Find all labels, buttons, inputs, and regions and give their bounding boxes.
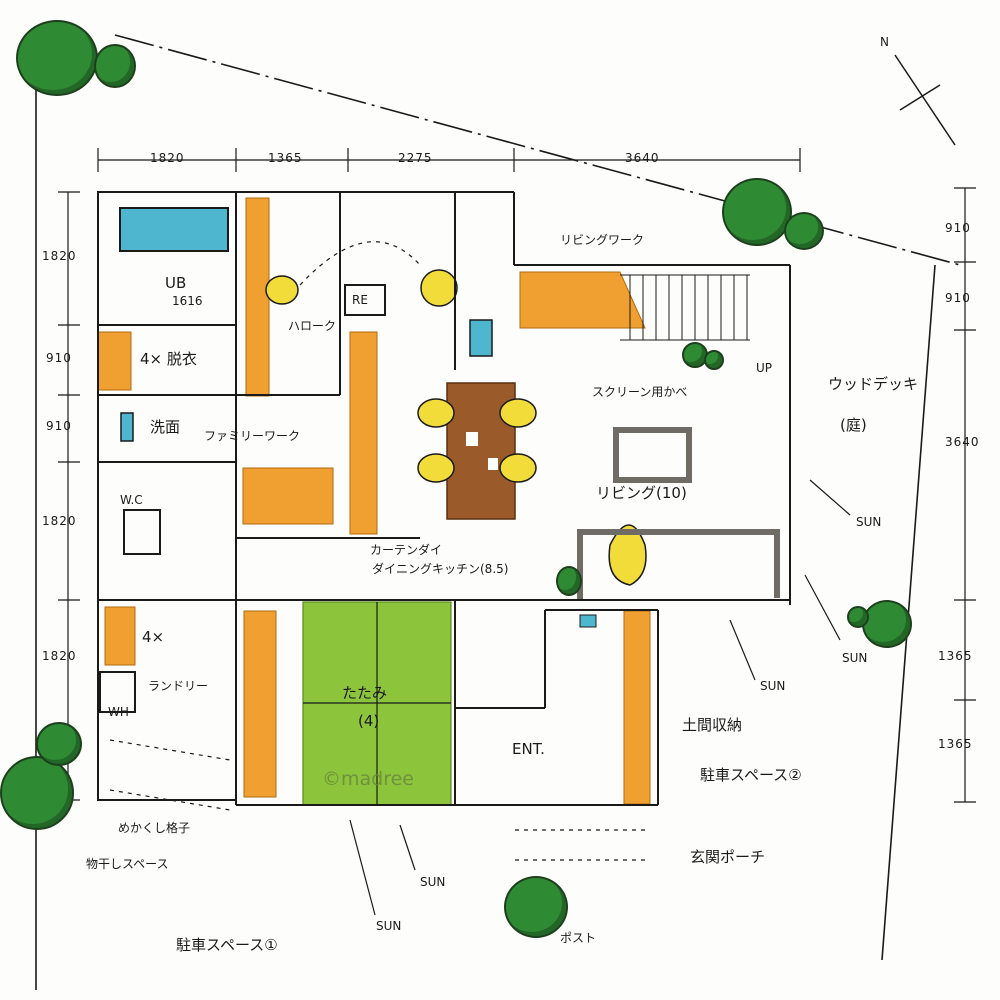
dimension-top: 1820 [150,151,185,165]
sun-label: SUN [842,651,868,665]
tree [0,756,74,830]
room-label-lattice: めかくし格子 [118,821,191,835]
sun-label: SUN [760,679,786,693]
room-label-washroom: 洗面 [150,418,181,436]
tree [16,20,98,96]
sink-washroom [120,412,134,442]
room-label-family-work: ファミリーワーク [204,429,301,443]
dimension-right: 910 [945,221,971,235]
tree [722,178,792,246]
room-label-garden: (庭) [840,416,867,434]
room-label-wh: WH [108,705,129,719]
room-label-screen-wall: スクリーン用かべ [592,385,688,399]
room-label-storage: 4× [142,628,165,646]
dining-chairs [265,269,647,586]
room-label-porch: 玄関ポーチ [690,848,766,866]
dimension-top: 1365 [268,151,303,165]
room-label-wood-deck: ウッドデッキ [828,375,919,393]
dashed-zones [109,241,650,861]
dimension-left: 910 [46,351,72,365]
dimension-lines [58,148,976,803]
room-label-entrance: ENT. [512,740,545,758]
room-label-shoe-storage: 土間収納 [682,716,743,734]
room-size-ub: 1616 [172,294,203,308]
sun-arrows [349,479,851,916]
living-furniture [577,427,780,600]
dimension-left: 1820 [42,649,77,663]
dimension-right: 1365 [938,649,973,663]
room-label-re: RE [352,293,368,307]
room-label-drying: 物干しスペース [86,857,169,871]
sink-kitchen [469,319,493,357]
dimension-left: 1820 [42,249,77,263]
tree [862,600,912,648]
bathtub [119,207,229,252]
room-label-wc: W.C [120,493,143,507]
room-label-parking-2: 駐車スペース② [700,766,802,784]
sun-label: SUN [856,515,882,529]
sun-label: SUN [420,875,446,889]
dimension-top: 2275 [398,151,433,165]
room-label-hallway: ハローク [288,319,337,333]
storage-blocks [97,197,651,805]
dimension-top: 3640 [625,151,660,165]
room-label-post: ポスト [560,931,597,945]
tree [36,722,82,766]
room-label-laundry: ランドリー [148,679,209,693]
watermark: ©madree [322,768,414,790]
tree [784,212,824,250]
room-label-counter: カーテンダイ [370,543,443,557]
room-label-parking-1: 駐車スペース① [176,936,278,954]
dimension-left: 1820 [42,514,77,528]
tree [704,350,724,370]
tree [847,606,869,628]
dimension-left: 910 [46,419,72,433]
room-label-tatami: たたみ [342,684,388,702]
dimension-right: 910 [945,291,971,305]
stairs [620,274,750,341]
tree [94,44,136,88]
sun-label: SUN [376,919,402,933]
room-label-dining-kitchen: ダイニングキッチン(8.5) [372,562,509,576]
tree [504,876,568,938]
sink-entrance [579,614,597,628]
room-size-tatami: (4) [358,712,380,730]
room-label-living-work: リビングワーク [560,233,645,247]
dimension-right: 1365 [938,737,973,751]
north-label: N [880,35,890,49]
room-label-up: UP [756,361,773,375]
north-arrow [894,54,956,146]
room-label-ub: UB [165,274,187,292]
room-label-living: リビング(10) [596,484,687,502]
tatami-room [302,601,452,806]
room-label-lavatory: 4× 脱衣 [140,350,197,368]
dimension-right: 3640 [945,435,980,449]
tree [556,566,582,596]
